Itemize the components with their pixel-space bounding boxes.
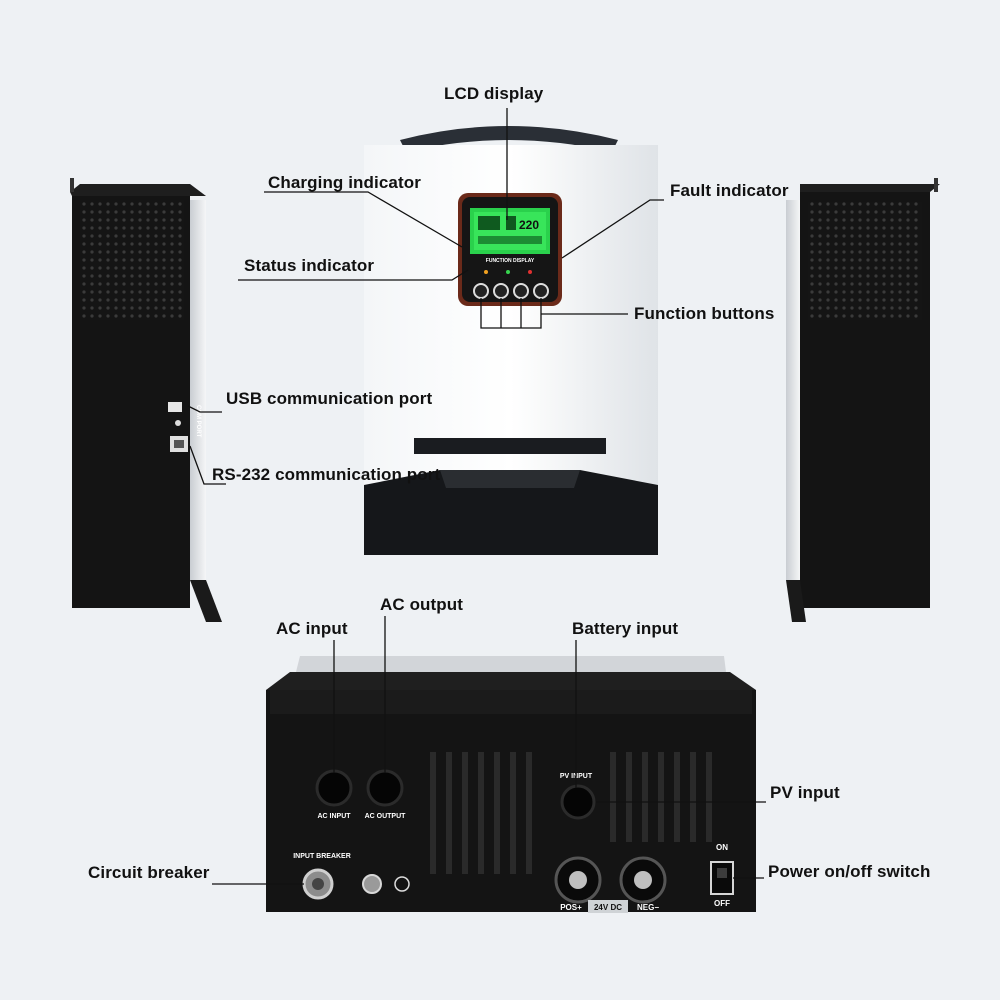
lcd-reading: 220 — [519, 218, 539, 232]
status-indicator-label: Status indicator — [244, 256, 375, 275]
ac-output-label: AC output — [380, 595, 464, 614]
pv-input-label: PV input — [770, 783, 840, 802]
switch-on-text: ON — [716, 843, 728, 852]
bottom-view: AC INPUT AC OUTPUT PV INPUT POS+ 24V DC … — [266, 656, 756, 913]
ac-input-label: AC input — [276, 619, 348, 638]
ac-output-panel-text: AC OUTPUT — [365, 813, 407, 820]
pos-text: POS+ — [560, 903, 582, 912]
battery-input-label: Battery input — [572, 619, 679, 638]
fault-indicator-label: Fault indicator — [670, 181, 789, 200]
right-side-view — [786, 178, 940, 622]
leader-lines — [187, 108, 766, 885]
com-port-text: COM PORT — [195, 405, 201, 438]
battery-voltage-text: 24V DC — [594, 903, 622, 912]
power-switch-label: Power on/off switch — [768, 862, 931, 881]
function-display-text: FUNCTION DISPLAY — [486, 258, 535, 264]
rs232-port-label: RS-232 communication port — [212, 465, 441, 484]
circuit-breaker-label: Circuit breaker — [88, 863, 210, 882]
left-side-view: COM PORT — [70, 178, 222, 622]
usb-port-label: USB communication port — [226, 389, 433, 408]
switch-off-text: OFF — [714, 899, 730, 908]
lcd-display-label: LCD display — [444, 84, 544, 103]
function-buttons-label: Function buttons — [634, 304, 775, 323]
ac-input-panel-text: AC INPUT — [317, 813, 351, 820]
front-view: 220 FUNCTION DISPLAY — [364, 126, 658, 555]
input-breaker-panel-text: INPUT BREAKER — [293, 853, 351, 860]
neg-text: NEG− — [637, 903, 659, 912]
charging-indicator-label: Charging indicator — [268, 173, 421, 192]
